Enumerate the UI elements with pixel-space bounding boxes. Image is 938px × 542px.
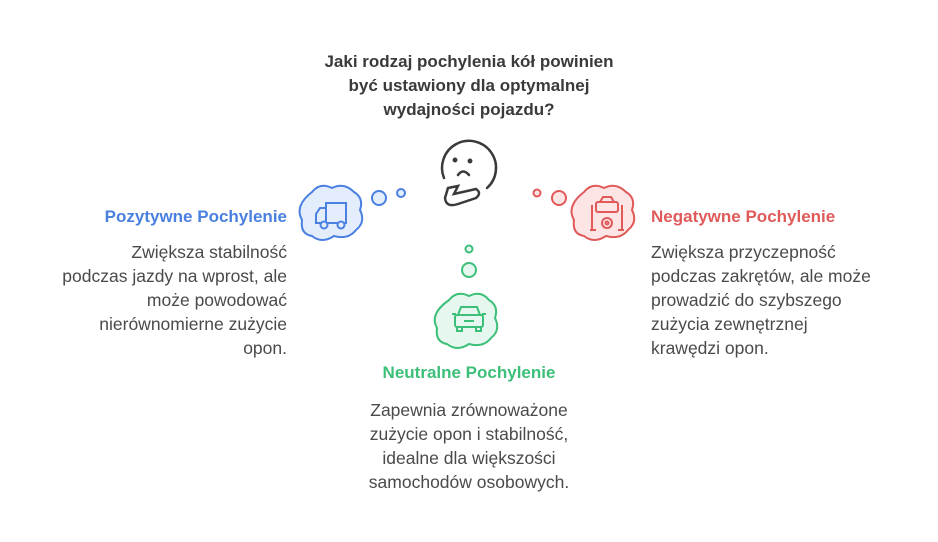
question-title: Jaki rodzaj pochylenia kół powinien być …	[269, 50, 669, 122]
option-description-negative: Zwiększa przyczepność podczas zakrętów, …	[651, 240, 871, 360]
description-line: podczas jazdy na wprost, ale	[62, 266, 287, 286]
thinking-face-icon	[440, 139, 498, 207]
option-title-positive: Pozytywne Pochylenie	[104, 207, 287, 226]
description-line: idealne dla większości	[382, 448, 556, 468]
description-line: Zwiększa przyczepność	[651, 242, 836, 262]
thought-bubbles-green	[461, 244, 477, 278]
description-line: podczas zakrętów, ale może	[651, 266, 871, 286]
description-line: opon.	[243, 338, 287, 358]
description-line: Zapewnia zrównoważone	[370, 400, 568, 420]
car-lift-gear-icon	[570, 184, 636, 241]
description-line: zużycia zewnętrznej	[651, 314, 808, 334]
option-description-positive: Zwiększa stabilność podczas jazdy na wpr…	[62, 240, 287, 360]
description-line: samochodów osobowych.	[368, 472, 570, 492]
thought-bubbles-red	[532, 188, 567, 206]
description-line: Zwiększa stabilność	[131, 242, 287, 262]
option-title-negative: Negatywne Pochylenie	[651, 207, 836, 226]
option-description-neutral: Zapewnia zrównoważone zużycie opon i sta…	[269, 398, 669, 494]
description-line: krawędzi opon.	[651, 338, 769, 358]
description-line: może powodować	[146, 290, 287, 310]
description-line: nierównomierne zużycie	[99, 314, 287, 334]
truck-icon	[298, 184, 364, 241]
description-line: prowadzić do szybszego	[651, 290, 842, 310]
question-line: być ustawiony dla optymalnej	[348, 76, 590, 95]
question-line: wydajności pojazdu?	[383, 100, 555, 119]
description-line: zużycie opon i stabilność,	[369, 424, 569, 444]
option-title-neutral: Neutralne Pochylenie	[382, 363, 556, 382]
question-line: Jaki rodzaj pochylenia kół powinien	[324, 52, 614, 71]
car-front-icon	[433, 292, 499, 349]
thought-bubbles-blue	[371, 188, 406, 206]
